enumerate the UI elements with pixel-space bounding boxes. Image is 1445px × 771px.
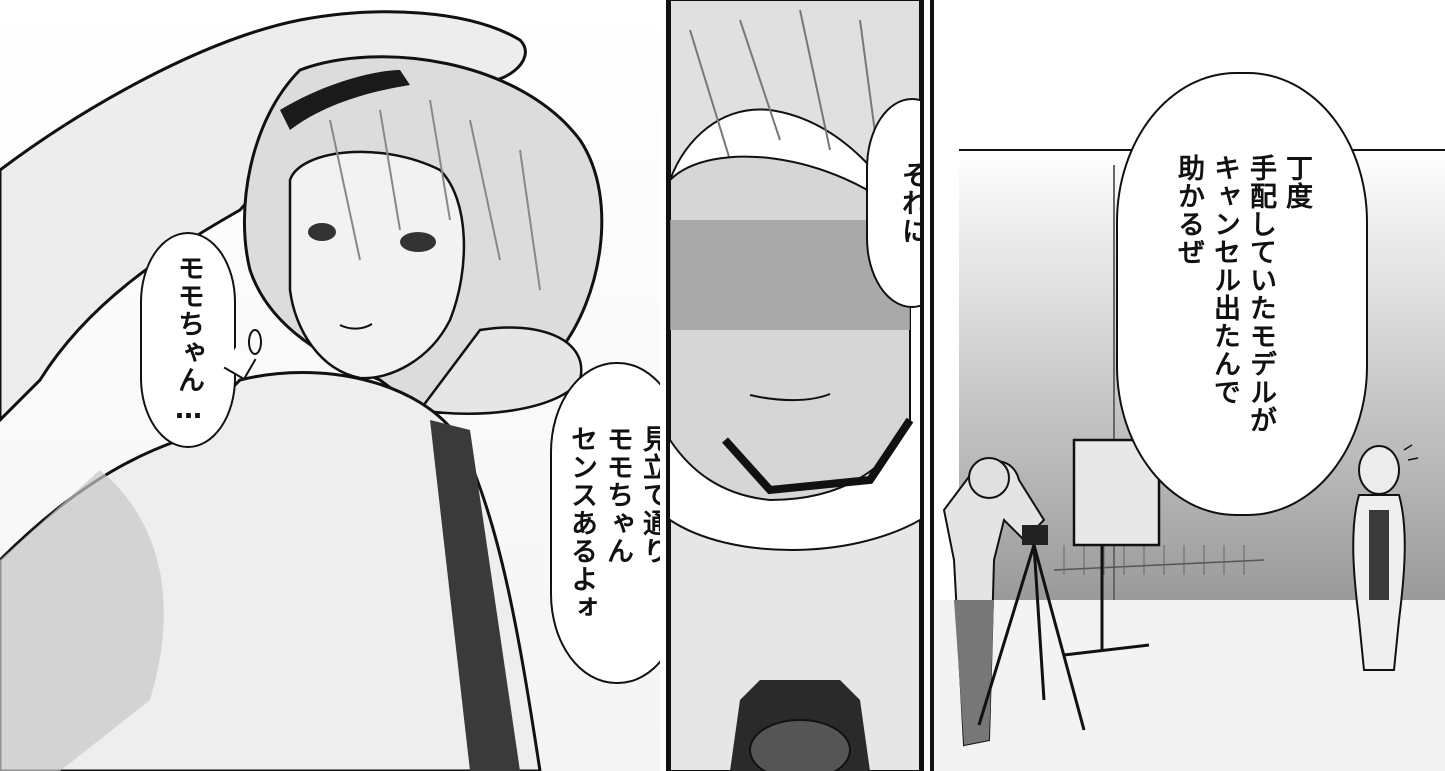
panel-left: モモちゃん… 見立て通り モモちゃん センスあるよォ <box>0 0 660 771</box>
speech-text-choudo: 丁度 手配していたモデルが キャンセル出たんで 助かるぜ <box>1173 154 1312 434</box>
speech-text-momo: モモちゃん… <box>173 254 204 426</box>
tripod-leg-2 <box>1032 544 1086 731</box>
panel-middle: それに <box>666 0 924 771</box>
model-swimsuit <box>1369 510 1389 600</box>
sweat-mark-icon <box>1403 444 1419 461</box>
hair-strands <box>329 99 541 291</box>
tripod-leg-1 <box>977 544 1036 726</box>
mouth <box>339 323 373 330</box>
body-shading <box>0 470 164 771</box>
fence-posts <box>1063 545 1245 575</box>
speech-bubble-soreni: それに <box>866 98 924 308</box>
speech-bubble-choudo: 丁度 手配していたモデルが キャンセル出たんで 助かるぜ <box>1116 72 1368 516</box>
panel-right: 丁度 手配していたモデルが キャンセル出たんで 助かるぜ <box>930 0 1445 771</box>
speech-text-mitate: 見立て通り モモちゃん センスあるよォ <box>566 425 660 621</box>
camera-lens-icon <box>749 719 851 771</box>
speech-bubble-mitate: 見立て通り モモちゃん センスあるよォ <box>550 362 660 684</box>
hairband <box>280 70 410 130</box>
speech-bubble-momo: モモちゃん… <box>140 232 236 448</box>
hair-strands-photographer <box>689 9 881 171</box>
fence-rail <box>1053 559 1265 571</box>
right-eye <box>400 232 436 252</box>
light-stand-base <box>1063 643 1150 657</box>
face <box>288 150 466 380</box>
model-head <box>1358 445 1400 495</box>
left-eye <box>308 223 336 241</box>
photographer-mouth <box>749 393 831 402</box>
earring-icon <box>248 329 262 355</box>
tripod-camera-icon <box>1022 525 1048 545</box>
speech-text-soreni: それに <box>897 161 924 245</box>
photographer-head <box>968 457 1010 499</box>
photographer-closeup <box>670 0 920 771</box>
tripod-leg-3 <box>1032 544 1046 701</box>
swimsuit-strap <box>430 420 520 771</box>
model-illustration <box>0 10 604 771</box>
jawline <box>722 417 914 495</box>
